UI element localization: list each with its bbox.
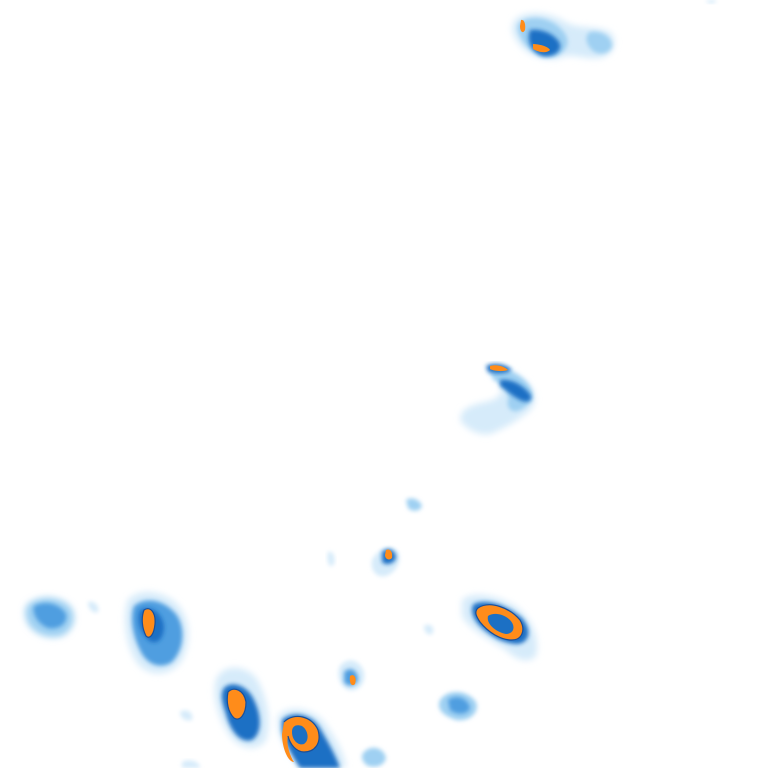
intensity-vlight-area: [706, 0, 717, 4]
intensity-core-outline: [226, 688, 247, 720]
intensity-intense-area: [227, 689, 246, 720]
intensity-intense-area: [490, 365, 508, 372]
intensity-vlight-area: [180, 710, 193, 721]
intensity-medium-area: [448, 697, 470, 714]
intensity-light-area: [406, 498, 422, 511]
intensity-core-outline: [283, 715, 320, 753]
intensity-intense-area: [349, 675, 356, 686]
storm-cell-southeast-ring: [424, 594, 538, 661]
intensity-vlight-area: [424, 624, 434, 635]
storm-cell-small-mid: [406, 498, 422, 511]
intensity-strong-area: [500, 379, 532, 402]
storm-cell-west: [25, 597, 99, 638]
intensity-intense-area: [475, 604, 523, 640]
intensity-light-area: [586, 31, 612, 54]
intensity-vlight-area: [88, 601, 99, 613]
intensity-vlight-area: [327, 551, 335, 567]
storm-cell-bottom-specks: [180, 710, 386, 768]
intensity-core-outline: [141, 608, 156, 638]
storm-cell-center-hook: [460, 363, 535, 435]
storm-cell-southeast-small: [438, 691, 477, 721]
intensity-intense-area: [142, 608, 156, 638]
intensity-intense-area: [520, 19, 526, 33]
storm-cell-north: [512, 13, 615, 60]
storm-cell-south-hook: [278, 708, 346, 768]
storm-cell-southwest-large: [125, 591, 189, 674]
intensity-core-outline: [475, 604, 524, 641]
storm-cell-small-core: [327, 547, 400, 577]
intensity-intense-area: [385, 549, 393, 560]
intensity-light-area: [361, 747, 386, 767]
storm-cell-corner: [706, 0, 717, 4]
storm-cell-south-west-core: [214, 667, 269, 748]
intensity-medium-area: [33, 603, 67, 629]
intensity-vlight-area: [182, 760, 200, 768]
intensity-intense-area: [533, 44, 550, 53]
storm-cell-south-small: [338, 660, 365, 691]
